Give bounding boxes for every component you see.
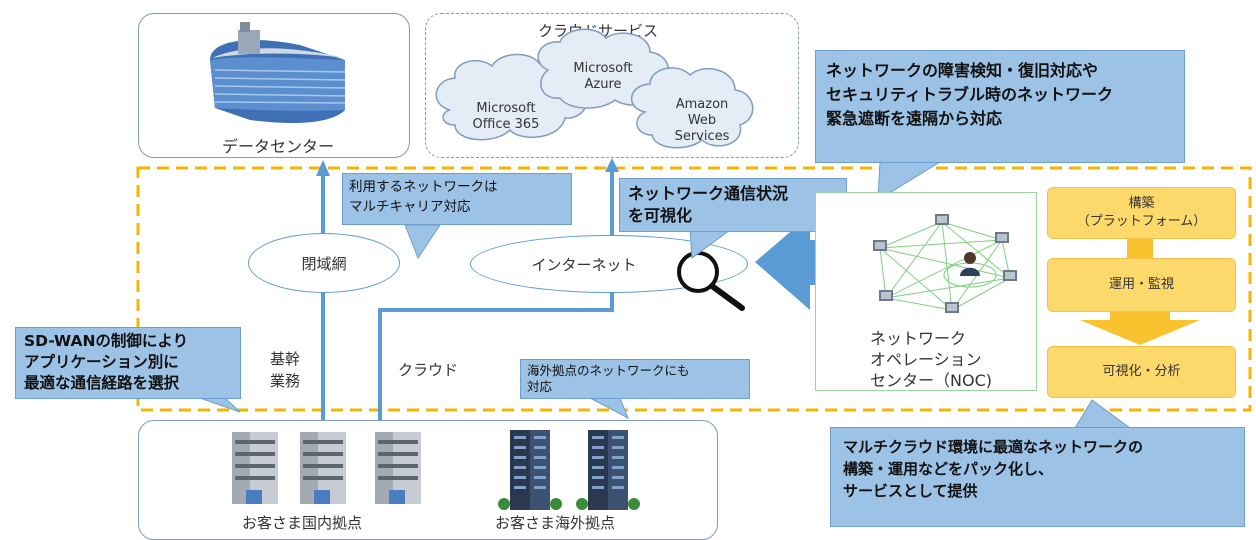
multicarrier-line1: 利用するネットワークは	[349, 179, 498, 195]
callout-multicarrier: 利用するネットワークは マルチキャリア対応	[342, 173, 572, 225]
core-business-line1: 基幹	[270, 350, 301, 368]
arrowhead-datacenter	[316, 160, 330, 176]
flow-operate-box: 運用・監視	[1047, 258, 1236, 312]
cloud-azure: Microsoft Azure	[568, 61, 638, 93]
cloud-office365-line2: Office 365	[472, 117, 540, 132]
customer-domestic-label: お客さま国内拠点	[242, 514, 363, 532]
cloud-azure-line1: Microsoft	[573, 61, 633, 76]
noc-label-line3: センター（NOC)	[870, 371, 992, 390]
customer-overseas-label: お客さま海外拠点	[495, 514, 616, 532]
visualize-line2: を可視化	[628, 206, 693, 225]
flow-arrow-down	[1080, 310, 1200, 345]
closed-network-label: 閉域網	[301, 254, 347, 273]
internet-label: インターネット	[531, 255, 637, 274]
multicloud-line2: 構築・運用などをパック化し、	[843, 460, 1054, 478]
noc-response-line3: 緊急遮断を遠隔から対応	[826, 109, 1003, 128]
multicloud-line3: サービスとして提供	[843, 482, 978, 500]
cloud-aws-line3: Services	[674, 129, 730, 144]
overseas-line2: 対応	[527, 379, 553, 394]
callout-sdwan: SD-WANの制御により アプリケーション別に 最適な通信経路を選択	[15, 327, 241, 399]
cloud-aws-line2: Web	[687, 113, 717, 128]
arrowhead-cloud	[605, 158, 619, 172]
flow-build-box: 構築 （プラットフォーム）	[1047, 187, 1236, 239]
flow-build-line1: 構築	[1128, 196, 1155, 211]
noc-label-line1: ネットワーク	[870, 329, 967, 348]
flow-analyze-label: 可視化・分析	[1102, 364, 1181, 379]
flow-operate-label: 運用・監視	[1108, 277, 1174, 292]
multicloud-line1: マルチクラウド環境に最適なネットワークの	[843, 438, 1144, 456]
noc-response-line2: セキュリティトラブル時のネットワーク	[826, 85, 1114, 104]
noc-label: ネットワーク オペレーション センター（NOC)	[870, 328, 992, 391]
core-business-label: 基幹 業務	[270, 348, 300, 392]
cloud-aws-line1: Amazon	[675, 97, 729, 112]
multicarrier-line2: マルチキャリア対応	[349, 199, 471, 215]
cloud-office365-line1: Microsoft	[476, 101, 536, 116]
overseas-line1: 海外拠点のネットワークにも	[527, 363, 690, 378]
callout-visualize: ネットワーク通信状況 を可視化	[619, 178, 847, 232]
core-business-line2: 業務	[270, 372, 301, 390]
noc-monitor-arrow	[755, 215, 820, 310]
closed-network-ellipse: 閉域網	[248, 233, 400, 293]
sdwan-line3: 最適な通信経路を選択	[24, 374, 180, 392]
service-scope-boundary	[136, 166, 1252, 412]
sdwan-line1: SD-WANの制御により	[24, 332, 189, 350]
cloud-route-label: クラウド	[398, 361, 459, 379]
sdwan-line2: アプリケーション別に	[24, 353, 179, 371]
cloud-azure-line2: Azure	[584, 77, 622, 92]
callout-noc-response: ネットワークの障害検知・復旧対応や セキュリティトラブル時のネットワーク 緊急遮…	[815, 50, 1185, 163]
cloud-aws: Amazon Web Services	[668, 97, 736, 145]
noc-response-line1: ネットワークの障害検知・復旧対応や	[826, 61, 1099, 80]
flow-analyze-box: 可視化・分析	[1047, 346, 1236, 398]
cloud-office365: Microsoft Office 365	[465, 101, 547, 133]
data-center-label: データセンター	[222, 137, 335, 156]
visualize-line1: ネットワーク通信状況	[628, 184, 789, 203]
callout-overseas: 海外拠点のネットワークにも 対応	[520, 359, 750, 399]
callout-multicloud: マルチクラウド環境に最適なネットワークの 構築・運用などをパック化し、 サービス…	[830, 427, 1245, 527]
flow-build-line2: （プラットフォーム）	[1076, 214, 1207, 229]
noc-label-line2: オペレーション	[870, 350, 982, 369]
